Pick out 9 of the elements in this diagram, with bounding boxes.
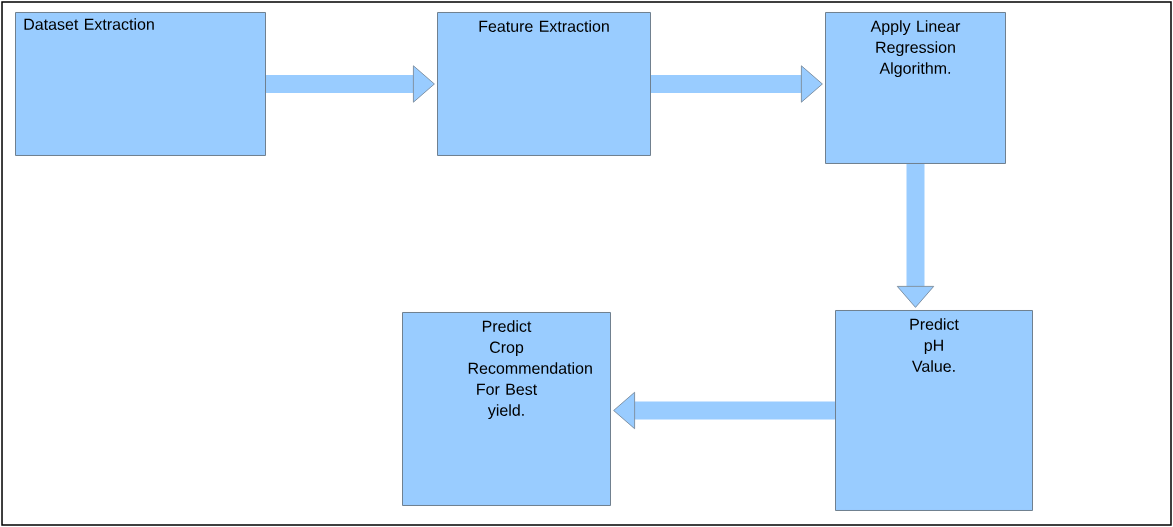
process-box: Dataset Extraction	[15, 12, 266, 156]
block-arrow	[651, 65, 823, 103]
process-box: Feature Extraction	[437, 12, 651, 156]
process-box: Apply Linear Regression Algorithm.	[825, 12, 1006, 164]
block-arrow	[613, 391, 835, 430]
process-box: Predict pH Value.	[835, 310, 1033, 511]
block-arrow	[266, 65, 435, 103]
process-box: Predict Crop Recommendation For Best yield.	[402, 312, 611, 506]
block-arrow	[896, 164, 935, 308]
